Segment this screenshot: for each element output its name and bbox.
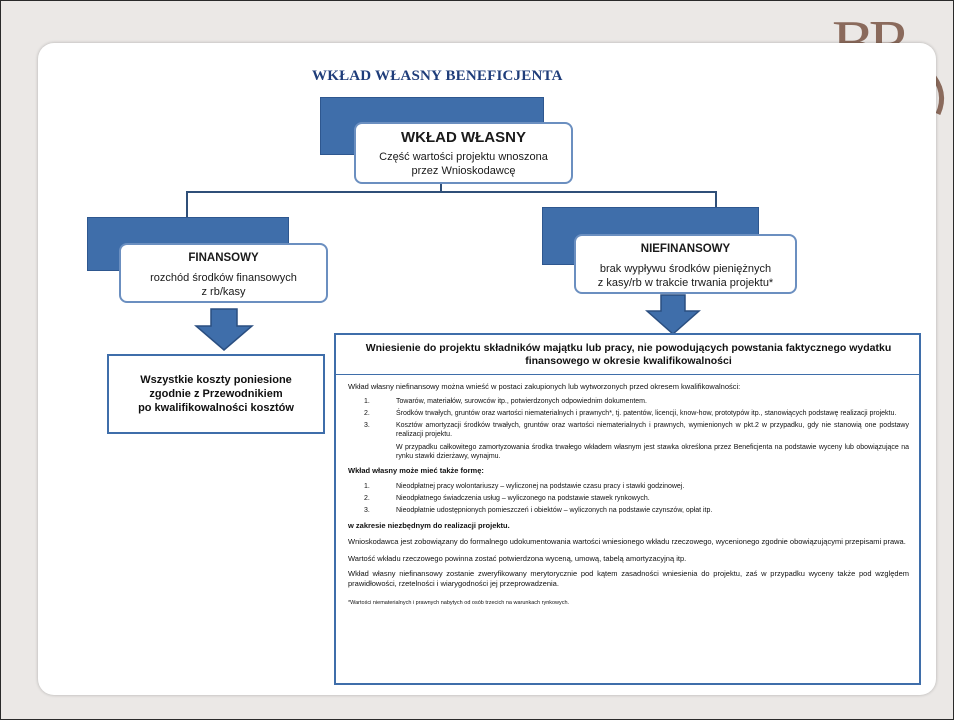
asset-list: 1.Towarów, materiałów, surowców itp., po…: [348, 397, 909, 439]
other-forms-list: 1.Nieodpłatnej pracy wolontariuszy – wyl…: [348, 482, 909, 515]
nonfinancial-intro: Wkład własny niefinansowy można wnieść w…: [348, 382, 741, 391]
right-node: NIEFINANSOWY brak wypływu środków pienię…: [574, 234, 797, 294]
financial-result-line3: po kwalifikowalności kosztów: [138, 402, 294, 414]
nonfinancial-result-box: Wniesienie do projektu składników majątk…: [334, 333, 921, 685]
root-node-sub-line2: przez Wnioskodawcę: [411, 165, 516, 177]
diagram-title: WKŁAD WŁASNY BENEFICJENTA: [312, 68, 563, 84]
root-node: WKŁAD WŁASNY Część wartości projektu wno…: [354, 122, 573, 184]
connector-right-drop: [715, 191, 717, 208]
verification-paragraph: Wkład własny niefinansowy zostanie zwery…: [348, 569, 909, 588]
other-forms-list-item: 3.Nieodpłatnie udostępnionych pomieszcze…: [364, 507, 713, 514]
asset-list-item: 3.Kosztów amortyzacji środków trwałych, …: [364, 422, 909, 438]
root-node-heading: WKŁAD WŁASNY: [401, 129, 526, 146]
other-forms-subheading: Wkład własny może mieć także formę:: [348, 466, 484, 475]
connector-left-drop: [186, 191, 188, 219]
nonfinancial-result-heading: Wniesienie do projektu składników majątk…: [365, 342, 892, 367]
left-node-sub-line2: z rb/kasy: [201, 286, 246, 298]
footnote: *Wartości niematerialnych i prawnych nab…: [348, 600, 570, 606]
right-node-heading: NIEFINANSOWY: [640, 243, 731, 255]
scope-note: w zakresie niezbędnym do realizacji proj…: [348, 521, 510, 530]
financial-result-box: Wszystkie koszty poniesione zgodnie z Pr…: [107, 354, 325, 434]
financial-result-line1: Wszystkie koszty poniesione: [140, 374, 292, 386]
down-arrow-left-icon: [194, 308, 254, 351]
down-arrow-right-icon: [645, 294, 701, 336]
left-node-heading: FINANSOWY: [188, 252, 259, 264]
right-node-sub-line2: z kasy/rb w trakcie trwania projektu*: [597, 277, 774, 289]
asset-list-item: 1.Towarów, materiałów, surowców itp., po…: [364, 398, 647, 405]
connector-horizontal: [186, 191, 717, 193]
other-forms-list-item: 2.Nieodpłatnego świadczenia usług – wyli…: [364, 495, 650, 502]
left-node-sub-line1: rozchód środków finansowych: [150, 272, 297, 284]
documentation-paragraph: Wnioskodawca jest zobowiązany do formaln…: [348, 537, 906, 546]
left-node: FINANSOWY rozchód środków finansowych z …: [119, 243, 328, 303]
valuation-paragraph: Wartość wkładu rzeczowego powinna zostać…: [348, 554, 687, 563]
financial-result-line2: zgodnie z Przewodnikiem: [149, 388, 283, 400]
other-forms-list-item: 1.Nieodpłatnej pracy wolontariuszy – wyl…: [364, 483, 685, 490]
right-node-sub-line1: brak wypływu środków pieniężnych: [599, 263, 772, 275]
connector-root-stem: [440, 184, 442, 192]
nonfinancial-result-divider: [336, 374, 919, 375]
depreciation-note: W przypadku całkowitego zamortyzowania ś…: [396, 444, 909, 460]
asset-list-item: 2.Środków trwałych, gruntów oraz wartośc…: [364, 410, 897, 417]
root-node-sub-line1: Część wartości projektu wnoszona: [379, 151, 548, 163]
